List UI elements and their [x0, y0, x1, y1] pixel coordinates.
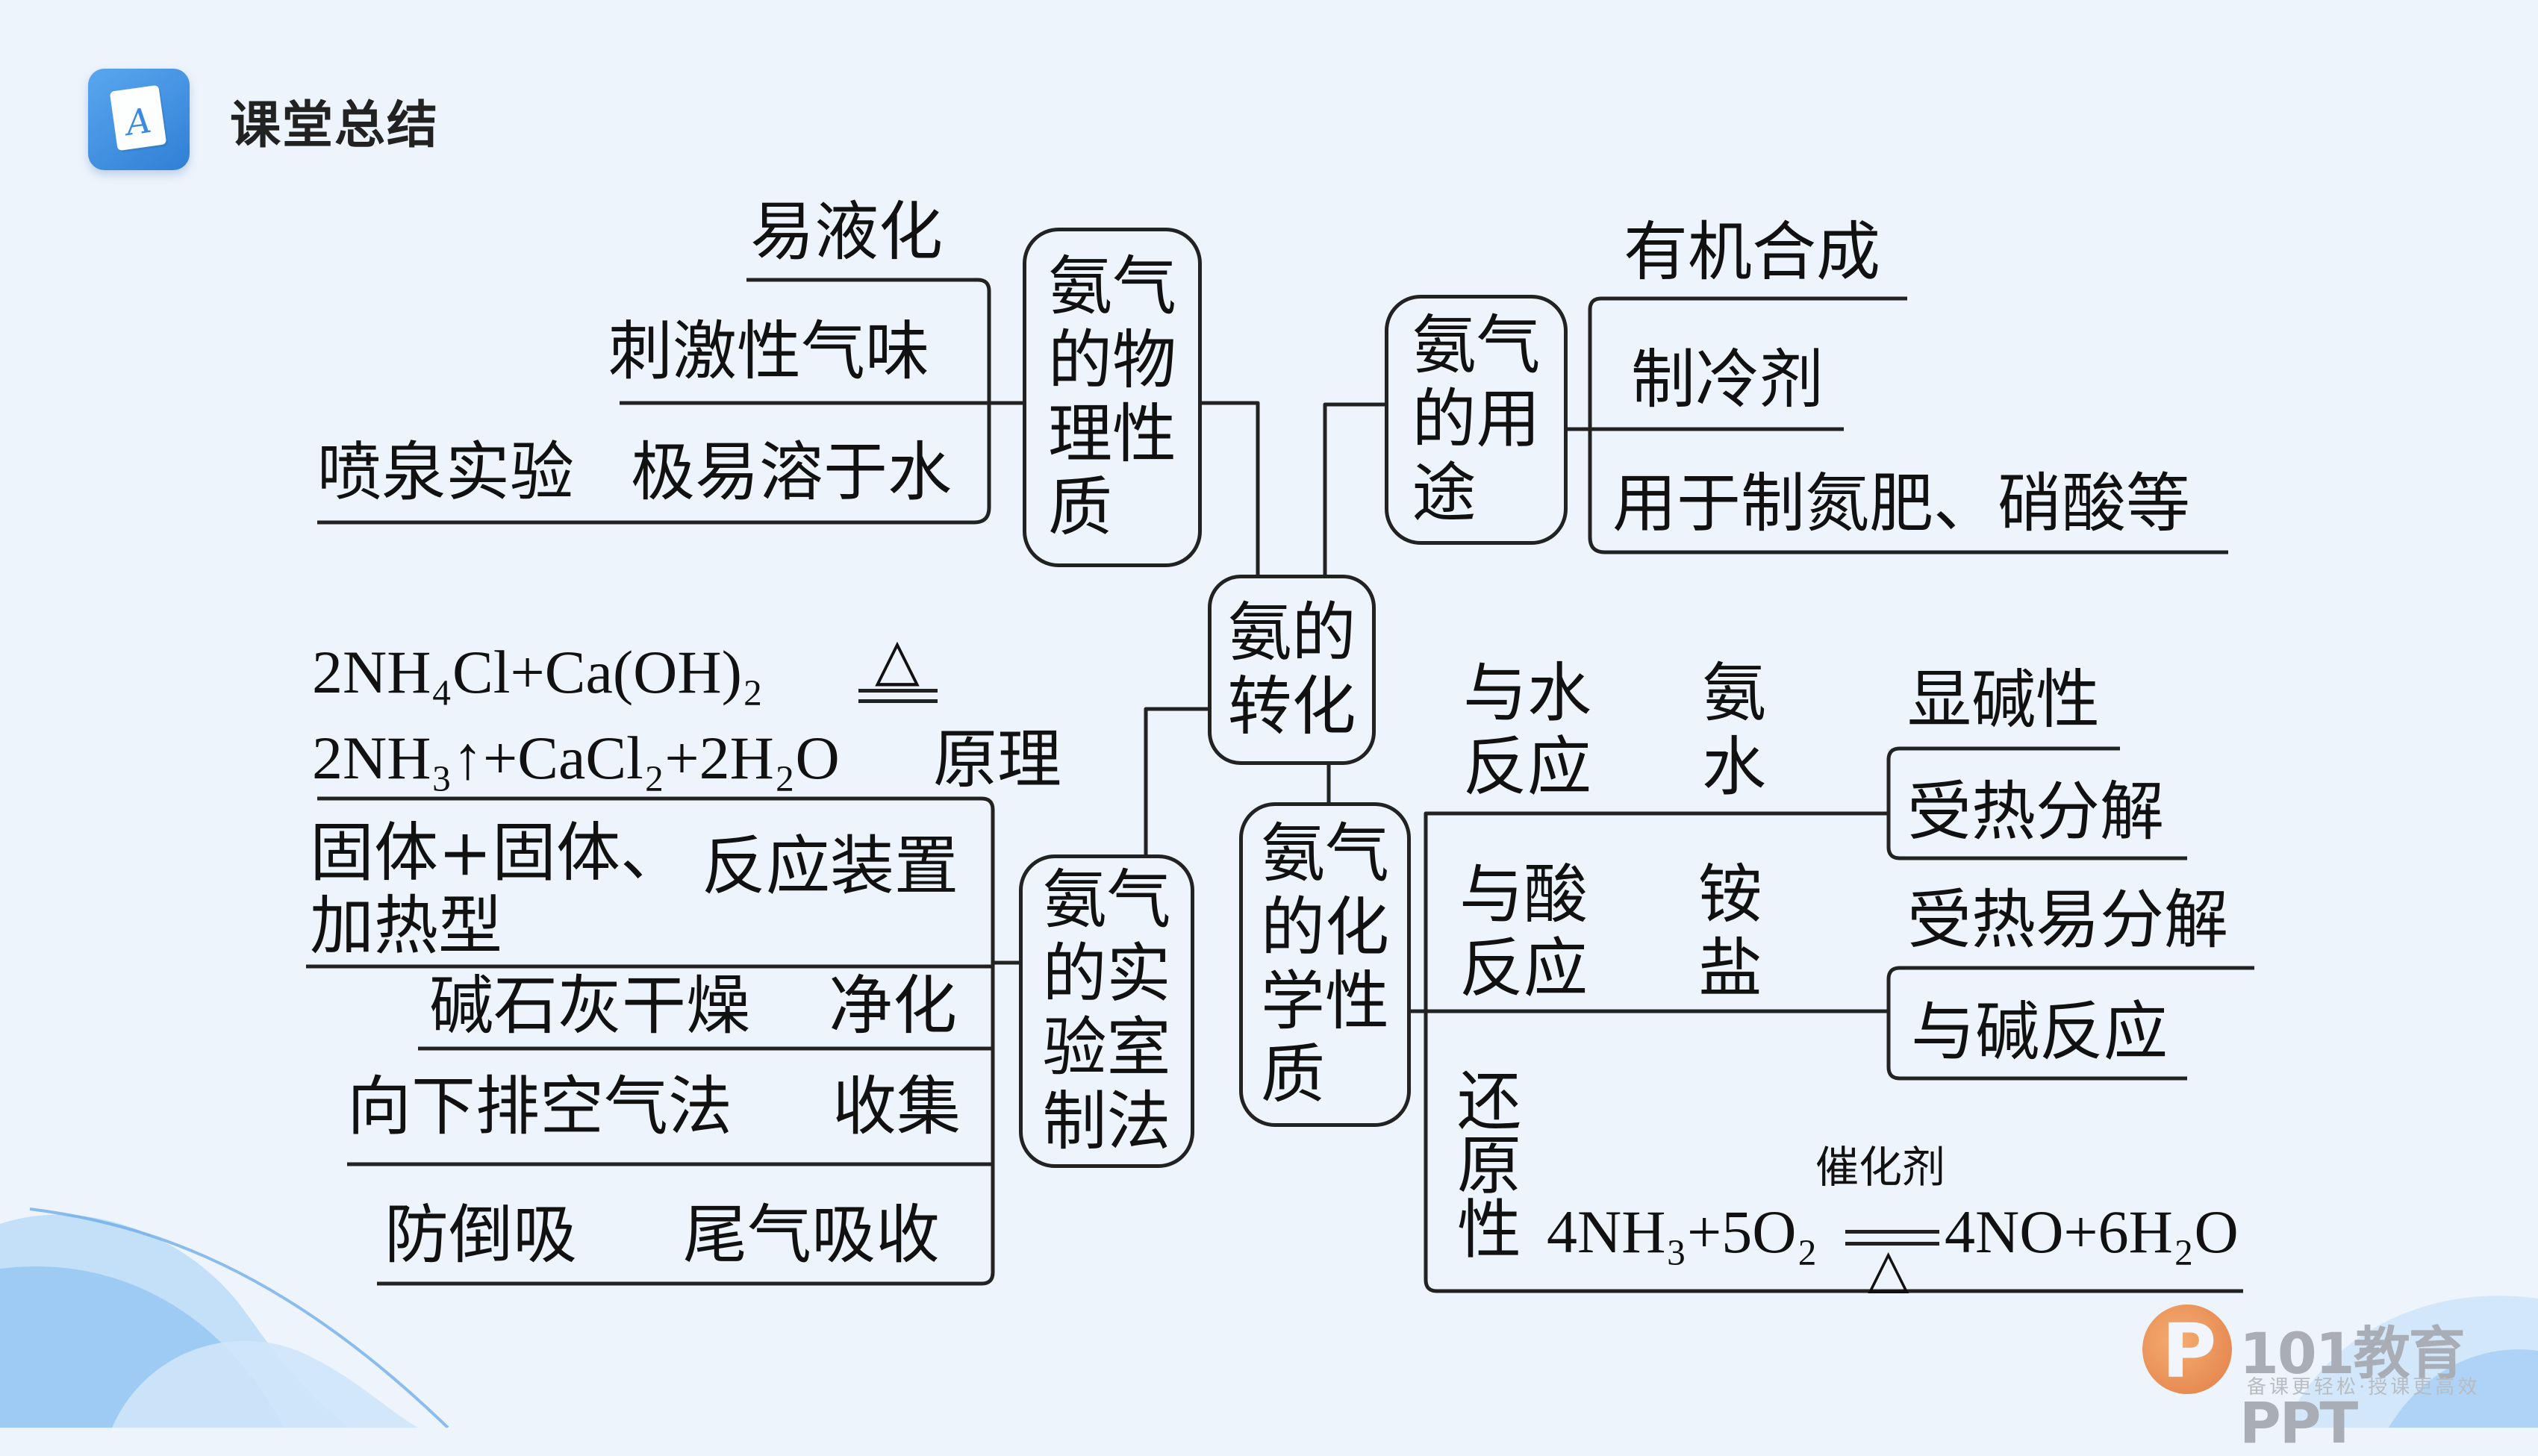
uses-node: 氨气 的用 途 — [1385, 295, 1568, 545]
watermark: P 101教育PPT 备课更轻松·授课更高效 — [2142, 1299, 2516, 1456]
physical-item-soluble: 极易溶于水 — [631, 435, 952, 510]
acid-product: 铵 盐 — [1698, 857, 1762, 1006]
brand-logo-icon: P — [2142, 1305, 2232, 1395]
center-node: 氨的 转化 — [1208, 575, 1376, 765]
reduction-label: 还原性 — [1445, 1067, 1521, 1260]
use-item-refrigerant: 制冷剂 — [1631, 343, 1824, 417]
lab-tail-method: 防倒吸 — [384, 1198, 577, 1272]
lab-tail-label: 尾气吸收 — [683, 1198, 940, 1272]
uses-to-center — [1323, 402, 1385, 575]
use-item-fertilizer: 用于制氮肥、硝酸等 — [1612, 466, 2190, 541]
physical-item-smell: 刺激性气味 — [608, 314, 929, 389]
lab-collect-method: 向下排空气法 — [347, 1069, 732, 1144]
water-reaction-label: 与水 反应 — [1463, 656, 1591, 804]
physical-underline-1 — [317, 278, 991, 525]
use-item-organic: 有机合成 — [1624, 215, 1880, 290]
physical-to-center — [1202, 401, 1260, 575]
water-prop-decompose: 受热分解 — [1907, 775, 2164, 849]
lab-collect-label: 收集 — [832, 1069, 961, 1144]
chemical-properties-node: 氨气 的化 学性 质 — [1239, 802, 1411, 1127]
water-props-bracket — [1886, 746, 2187, 860]
lab-device-label: 反应装置 — [702, 829, 958, 904]
lab-device-type-2: 加热型 — [310, 889, 502, 963]
water-product: 氨 水 — [1702, 656, 1766, 804]
acid-prop-decompose: 受热易分解 — [1907, 883, 2228, 957]
physical-properties-node: 氨气 的物 理性 质 — [1023, 228, 1202, 567]
page-title: 课堂总结 — [230, 96, 440, 155]
acid-props-bracket — [1886, 966, 2254, 1081]
reduction-products: 4NO+6H₂O — [1945, 1198, 2239, 1266]
uses-bracket — [1588, 296, 2228, 554]
heat-triangle-icon: △ — [1868, 1239, 1909, 1299]
water-prop-basic: 显碱性 — [1907, 663, 2100, 737]
lab-preparation-node: 氨气 的实 验室 制法 — [1019, 854, 1194, 1168]
physical-item-fountain: 喷泉实验 — [317, 435, 574, 510]
physical-item-liquefy: 易液化 — [750, 195, 943, 269]
acid-reaction-label: 与酸 反应 — [1459, 857, 1588, 1006]
lab-reaction-products: 2NH₃↑+CaCl₂+2H₂O — [312, 724, 840, 792]
center-to-lab — [1144, 707, 1208, 854]
acid-prop-base: 与碱反应 — [1911, 995, 2168, 1069]
lab-heat-equals: △ — [858, 631, 941, 705]
catalyst-label: 催化剂 — [1815, 1142, 1946, 1193]
watermark-subtitle: 备课更轻松·授课更高效 — [2247, 1376, 2481, 1399]
note-a-icon: A — [88, 69, 190, 170]
lab-device-type-1: 固体+固体、 — [310, 816, 685, 890]
reduction-equals: △ — [1845, 1215, 1942, 1296]
chemical-bracket — [1424, 811, 2243, 1293]
heat-triangle-icon: △ — [875, 627, 920, 692]
lab-dry-label: 净化 — [829, 969, 957, 1043]
lab-bracket — [317, 796, 995, 1286]
lab-principle-label: 原理 — [933, 722, 1061, 797]
lab-dry-method: 碱石灰干燥 — [429, 969, 750, 1043]
reduction-reactants: 4NH₃+5O₂ — [1547, 1198, 1818, 1266]
lab-reaction-reactants: 2NH₄Cl+Ca(OH)₂ — [312, 638, 764, 706]
